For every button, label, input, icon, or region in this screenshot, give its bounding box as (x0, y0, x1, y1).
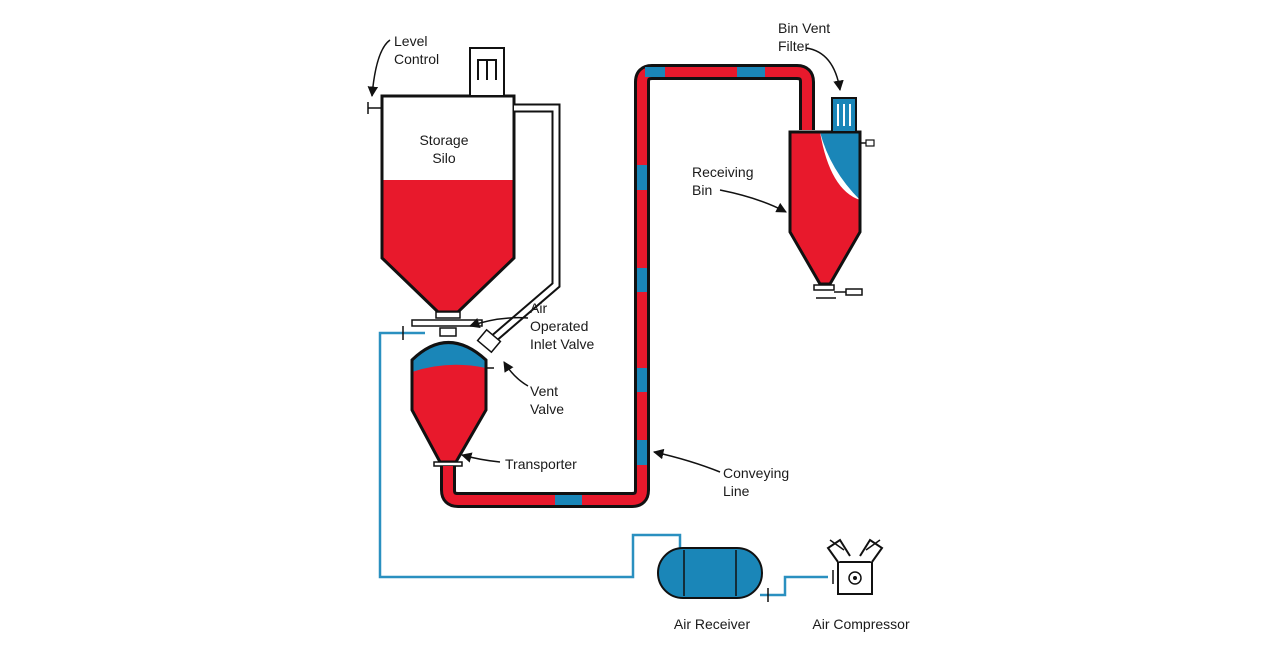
air-compressor (826, 538, 884, 595)
label-conveying-line-2: Line (723, 483, 750, 499)
label-bin-vent-filter-1: Bin Vent (778, 20, 830, 36)
label-air-receiver: Air Receiver (674, 616, 751, 632)
label-conveying-line-1: Conveying (723, 465, 789, 481)
transporter (410, 327, 494, 467)
label-bin-vent-filter-2: Filter (778, 38, 809, 54)
label-transporter: Transporter (505, 456, 577, 472)
label-receiving-bin-1: Receiving (692, 164, 753, 180)
diagram-labels: Level Control Storage Silo Air Operated … (394, 20, 910, 632)
storage-silo (367, 47, 516, 327)
conveying-line (440, 64, 815, 508)
label-storage-silo-1: Storage (419, 132, 468, 148)
air-supply-line (378, 326, 834, 602)
label-inlet-valve-2: Operated (530, 318, 588, 334)
label-storage-silo-2: Silo (432, 150, 456, 166)
label-receiving-bin-2: Bin (692, 182, 712, 198)
label-vent-valve-2: Valve (530, 401, 564, 417)
leader-lines (367, 39, 844, 473)
air-receiver (657, 547, 763, 599)
label-level-control-1: Level (394, 33, 427, 49)
label-level-control-2: Control (394, 51, 439, 67)
label-vent-valve-1: Vent (530, 383, 558, 399)
label-inlet-valve-1: Air (530, 300, 547, 316)
label-air-compressor: Air Compressor (812, 616, 910, 632)
vent-line (476, 103, 561, 354)
receiving-bin (788, 97, 875, 299)
label-inlet-valve-3: Inlet Valve (530, 336, 595, 352)
